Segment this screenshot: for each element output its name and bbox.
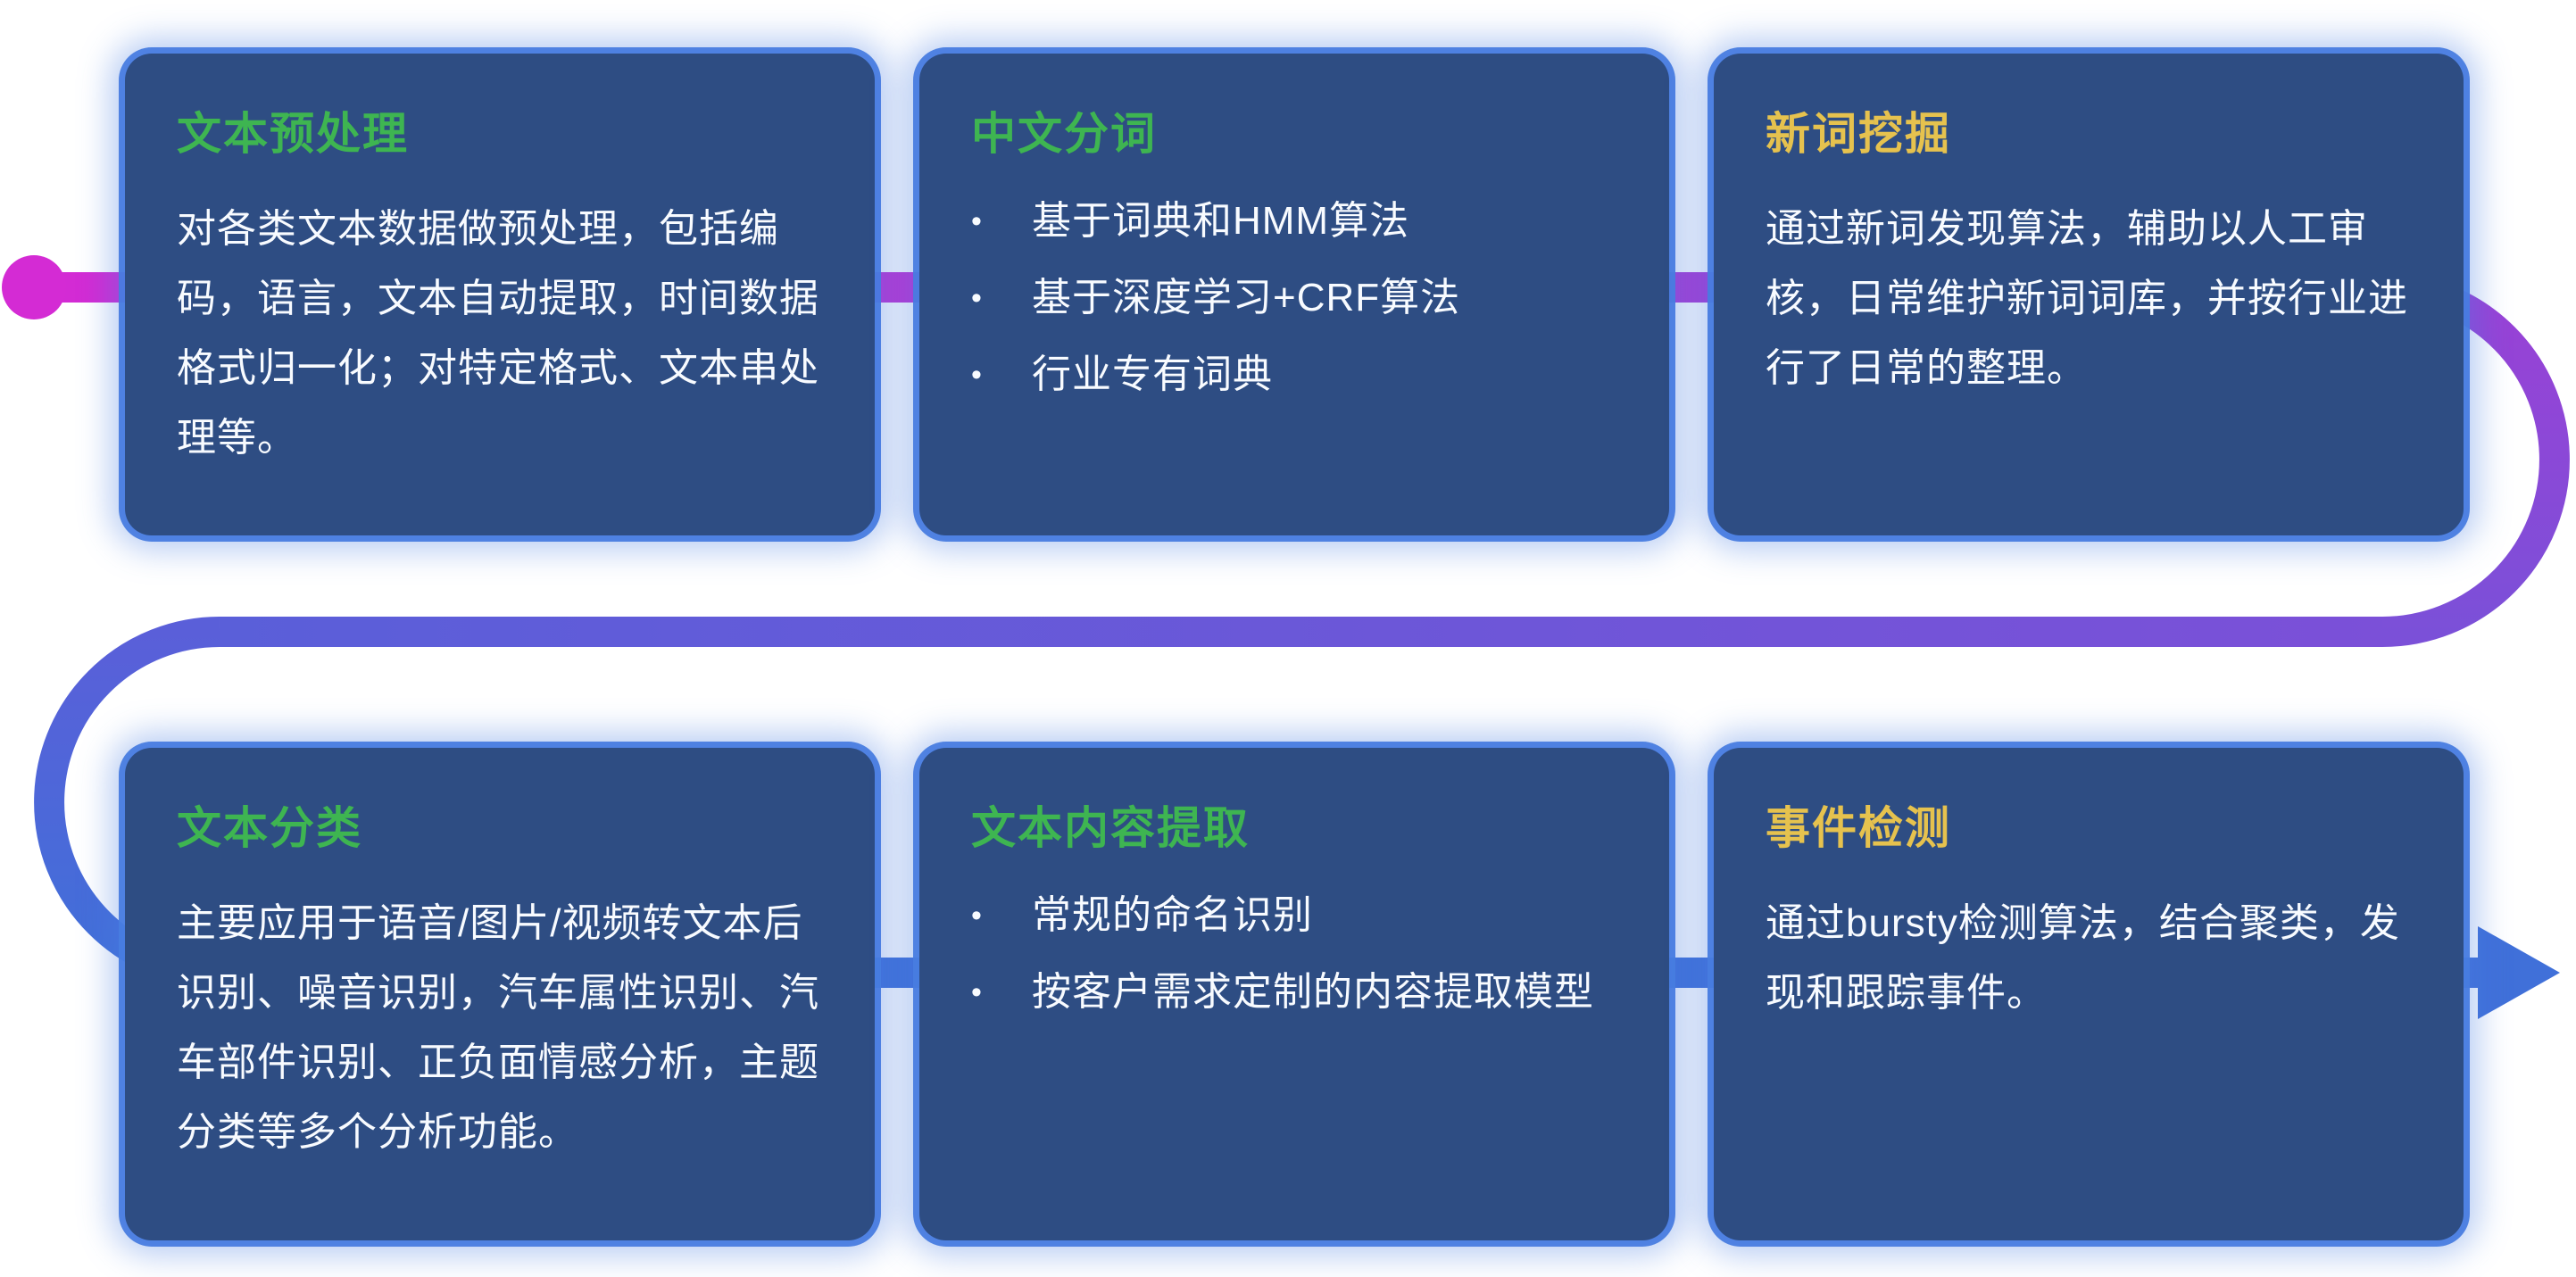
card-body: 通过bursty检测算法，结合聚类，发现和跟踪事件。 xyxy=(1766,901,2400,1015)
bullet-text: 行业专有词典 xyxy=(1032,352,1273,396)
card-title: 中文分词 xyxy=(971,109,1157,159)
card-title: 文本预处理 xyxy=(177,109,409,159)
bullet-item: • 行业专有词典 xyxy=(971,348,1621,402)
card-new-word-mining: 新词挖掘 通过新词发现算法，辅助以人工审核，日常维护新词词库，并按行业进行了日常… xyxy=(1714,54,2464,535)
card-title: 文本内容提取 xyxy=(971,803,1250,853)
bullet-text: 常规的命名识别 xyxy=(1032,893,1313,937)
card-content-extraction: 文本内容提取 • 常规的命名识别 • 按客户需求定制的内容提取模型 xyxy=(919,748,1669,1240)
flow-start-dot xyxy=(2,255,66,319)
bullet-list: • 基于词典和HMM算法 • 基于深度学习+CRF算法 • 行业专有词典 xyxy=(971,195,1621,402)
bullet-marker: • xyxy=(971,899,983,933)
bullet-marker: • xyxy=(971,358,983,392)
bullet-item: • 常规的命名识别 xyxy=(971,889,1621,942)
card-body: 主要应用于语音/图片/视频转文本后识别、噪音识别，汽车属性识别、汽车部件识别、正… xyxy=(177,901,819,1154)
card-body: 通过新词发现算法，辅助以人工审核，日常维护新词词库，并按行业进行了日常的整理。 xyxy=(1766,207,2408,390)
bullet-marker: • xyxy=(971,281,983,315)
flow-arrow-icon xyxy=(2478,926,2560,1019)
bullet-marker: • xyxy=(971,204,983,238)
card-text-classification: 文本分类 主要应用于语音/图片/视频转文本后识别、噪音识别，汽车属性识别、汽车部… xyxy=(125,748,875,1240)
bullet-list: • 常规的命名识别 • 按客户需求定制的内容提取模型 xyxy=(971,889,1621,1019)
bullet-text: 基于词典和HMM算法 xyxy=(1032,199,1410,243)
bullet-item: • 基于词典和HMM算法 xyxy=(971,195,1621,248)
card-title: 新词挖掘 xyxy=(1766,109,1951,159)
bullet-text: 按客户需求定制的内容提取模型 xyxy=(1032,970,1594,1014)
bullet-text: 基于深度学习+CRF算法 xyxy=(1032,276,1461,319)
card-text-preprocessing: 文本预处理 对各类文本数据做预处理，包括编码，语言，文本自动提取，时间数据格式归… xyxy=(125,54,875,535)
card-chinese-segmentation: 中文分词 • 基于词典和HMM算法 • 基于深度学习+CRF算法 • 行业专有词… xyxy=(919,54,1669,535)
bullet-item: • 基于深度学习+CRF算法 xyxy=(971,271,1621,325)
bullet-item: • 按客户需求定制的内容提取模型 xyxy=(971,966,1621,1019)
bullet-marker: • xyxy=(971,975,983,1009)
card-event-detection: 事件检测 通过bursty检测算法，结合聚类，发现和跟踪事件。 xyxy=(1714,748,2464,1240)
card-title: 文本分类 xyxy=(177,803,362,853)
card-title: 事件检测 xyxy=(1766,803,1951,853)
card-body: 对各类文本数据做预处理，包括编码，语言，文本自动提取，时间数据格式归一化；对特定… xyxy=(177,207,819,460)
